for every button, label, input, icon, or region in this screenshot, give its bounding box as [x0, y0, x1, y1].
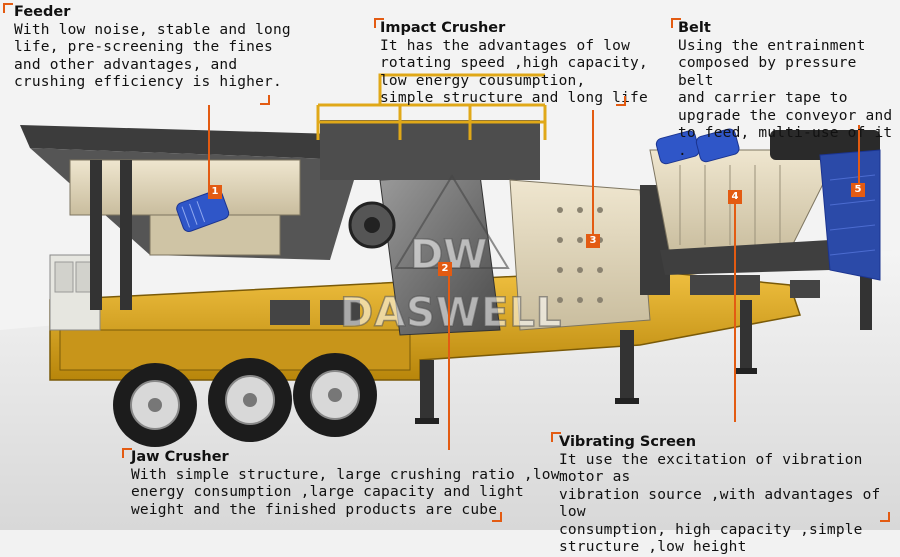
- logo-daswell: DASWELL: [339, 289, 563, 337]
- daswell-logo-triangle: [394, 174, 510, 269]
- feeder-motor: [176, 189, 230, 233]
- impact-crusher-title: Impact Crusher: [380, 20, 506, 36]
- vibrating-screen-title: Vibrating Screen: [559, 434, 697, 450]
- jaw-crusher-leader: [448, 275, 450, 450]
- belt-leader: [858, 125, 860, 185]
- feeder-title: Feeder: [14, 4, 71, 20]
- jaw-crusher-description: With simple structure, large crushing ra…: [131, 466, 560, 518]
- vibrating-screen-annotation: Vibrating Screen It use the excitation o…: [559, 434, 900, 557]
- vibrating-screen-description: It use the excitation of vibration motor…: [559, 451, 881, 556]
- belt-description: Using the entrainment composed by pressu…: [678, 37, 893, 159]
- jaw-crusher-annotation: Jaw Crusher With simple structure, large…: [131, 449, 560, 519]
- wheel-1: [113, 363, 197, 447]
- feeder-annotation: Feeder With low noise, stable and long l…: [14, 4, 291, 92]
- impact-crusher-description: It has the advantages of low rotating sp…: [380, 37, 648, 107]
- wheel-3: [293, 353, 377, 437]
- feeder-hopper: [20, 125, 370, 160]
- product-illustration: DW DASWELL 1 2 3 4 5 Feeder With low noi…: [0, 3, 900, 555]
- jaw-crusher-title: Jaw Crusher: [131, 449, 229, 465]
- impact-crusher-leader: [592, 110, 594, 235]
- marker-1: 1: [208, 185, 222, 199]
- mobile-crushing-plant-illustration: [0, 73, 900, 530]
- belt-title: Belt: [678, 20, 711, 36]
- wheel-2: [208, 358, 292, 442]
- feeder-description: With low noise, stable and long life, pr…: [14, 21, 291, 91]
- feeder-leader: [208, 105, 210, 185]
- impact-crusher-annotation: Impact Crusher It has the advantages of …: [380, 20, 648, 108]
- marker-4: 4: [728, 190, 742, 204]
- vibrating-screen-leader: [734, 200, 736, 422]
- screen-motor-2: [695, 128, 740, 163]
- marker-5: 5: [851, 183, 865, 197]
- marker-3: 3: [586, 234, 600, 248]
- belt-conveyor: [819, 149, 881, 281]
- belt-annotation: Belt Using the entrainment composed by p…: [678, 20, 900, 160]
- impact-crusher: [509, 179, 651, 331]
- marker-2: 2: [438, 262, 452, 276]
